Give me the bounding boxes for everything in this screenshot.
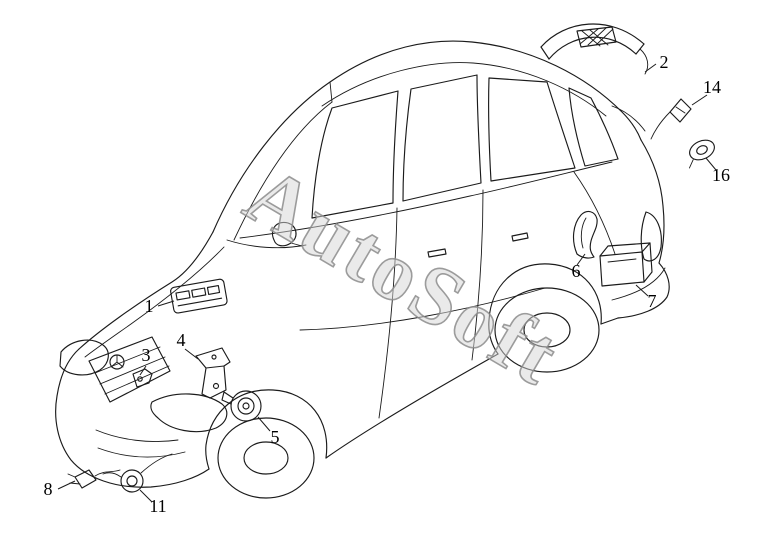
- tailgate-edge: [640, 139, 665, 264]
- callout-16[interactable]: 16: [712, 165, 730, 185]
- part-6-drawing[interactable]: [572, 210, 598, 259]
- leader-lines: [57, 63, 717, 503]
- rear-bumper: [617, 262, 670, 319]
- rear-door-handle: [511, 232, 529, 242]
- part-2-drawing[interactable]: [540, 23, 649, 75]
- rear-door-window: [402, 74, 482, 202]
- leader-line-16: [705, 157, 717, 171]
- grille-slat: [99, 356, 166, 385]
- part-14-drawing[interactable]: [650, 98, 692, 140]
- tail-light: [640, 211, 662, 262]
- callout-3[interactable]: 3: [142, 345, 151, 365]
- leader-line-11: [139, 489, 153, 503]
- leader-line-1: [157, 300, 175, 307]
- grille-outline: [88, 336, 171, 403]
- callout-2[interactable]: 2: [660, 52, 669, 72]
- d-pillar-line: [573, 171, 616, 255]
- mirror-stalk: [290, 242, 303, 247]
- cowl-line: [226, 239, 307, 249]
- roof-spoiler-lip: [611, 105, 646, 132]
- callout-6[interactable]: 6: [572, 261, 581, 281]
- part-16-drawing[interactable]: [681, 136, 718, 169]
- beltline: [239, 161, 613, 239]
- part-11-drawing[interactable]: [102, 453, 173, 493]
- leader-line-3: [139, 365, 147, 376]
- roofline: [212, 40, 642, 233]
- front-wheel-arch: [205, 389, 328, 470]
- brand-star-emblem: [109, 354, 125, 370]
- front-door-handle: [427, 248, 447, 258]
- leader-line-6: [576, 253, 586, 266]
- a-pillar-inner: [233, 101, 333, 241]
- hood-cutline: [84, 246, 225, 358]
- rear-bumper-crease: [611, 267, 666, 301]
- leader-line-4: [184, 348, 199, 360]
- callout-4[interactable]: 4: [177, 330, 186, 350]
- windshield-top: [329, 81, 333, 103]
- grille-slat: [94, 346, 161, 374]
- rear-lower: [600, 317, 619, 325]
- roof-rail: [321, 62, 607, 117]
- leader-line-8: [57, 480, 76, 490]
- rear-wheel-arch: [488, 263, 602, 355]
- car-body-drawing: [55, 40, 670, 499]
- callout-11[interactable]: 11: [149, 496, 166, 516]
- quarter-window: [568, 87, 619, 167]
- part-8-drawing[interactable]: [67, 469, 121, 489]
- front-bumper: [55, 348, 210, 488]
- hood-edge: [78, 231, 214, 350]
- leader-line-7: [635, 284, 649, 297]
- side-mirror: [271, 221, 297, 247]
- part-4-drawing[interactable]: [195, 347, 231, 399]
- part-7-drawing[interactable]: [599, 242, 653, 287]
- bumper-crease: [95, 429, 179, 442]
- cargo-window: [488, 77, 576, 182]
- front-door-window: [311, 90, 399, 219]
- right-headlight: [150, 393, 228, 433]
- leader-line-2: [644, 63, 657, 73]
- part-5-drawing[interactable]: [221, 390, 262, 422]
- leader-line-14: [691, 94, 708, 106]
- front-door-line: [378, 207, 398, 419]
- leader-line-5: [257, 416, 271, 432]
- rear-wheel: [494, 287, 600, 373]
- rear-door-line: [471, 189, 484, 361]
- callout-8[interactable]: 8: [44, 479, 53, 499]
- front-wheel: [217, 417, 315, 499]
- grille-slat: [104, 365, 170, 395]
- part-1-drawing[interactable]: [170, 278, 228, 314]
- rocker-panel: [325, 353, 499, 459]
- callout-labels: 1 2 3 4 5 6 7 8 11 14 16: [44, 52, 731, 516]
- left-headlight: [59, 339, 109, 376]
- callout-14[interactable]: 14: [703, 77, 721, 97]
- callout-5[interactable]: 5: [271, 427, 280, 447]
- callout-7[interactable]: 7: [648, 291, 657, 311]
- lower-grille: [97, 447, 186, 458]
- callout-1[interactable]: 1: [145, 296, 154, 316]
